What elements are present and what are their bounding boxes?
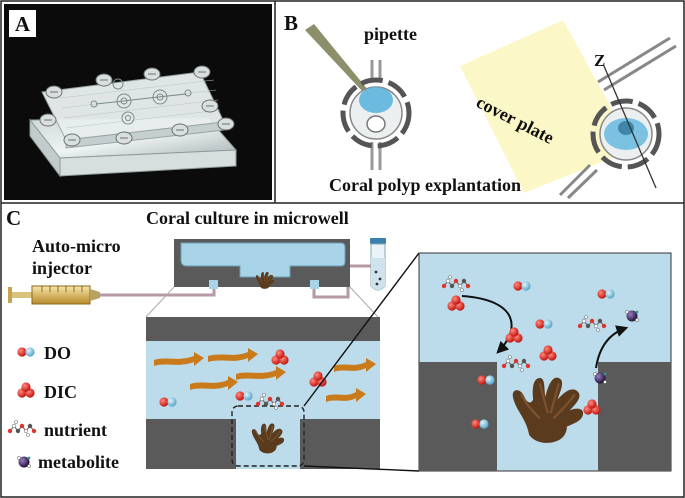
microfluidic-chip-photo — [28, 65, 238, 178]
panel-a-label-box — [9, 10, 36, 37]
z-axis-label: Z — [594, 51, 605, 70]
legend: DO DIC nutrient metabolite — [7, 343, 119, 472]
well-device-left — [340, 60, 412, 170]
svg-text:DO: DO — [44, 343, 71, 363]
pipette — [305, 24, 368, 93]
panel-c-title: Coral culture in microwell — [146, 208, 349, 228]
panel-b-caption: Coral polyp explantation — [329, 175, 521, 195]
flow-arrows — [154, 348, 376, 402]
panel-b: B pipette cover plate — [284, 11, 677, 200]
legend-item-do: DO — [17, 343, 71, 363]
test-tube — [370, 238, 386, 291]
legend-item-metabolite: metabolite — [16, 452, 119, 472]
panel-b-label: B — [284, 11, 298, 35]
panel-a-label: A — [15, 12, 31, 36]
pipette-label: pipette — [364, 24, 417, 44]
legend-item-dic: DIC — [17, 382, 77, 402]
detail-view — [418, 252, 672, 472]
release-arrow — [595, 325, 629, 369]
svg-text:DIC: DIC — [44, 382, 77, 402]
legend-item-nutrient: nutrient — [7, 419, 107, 440]
svg-text:metabolite: metabolite — [38, 452, 119, 472]
injector-label-line2: injector — [32, 258, 92, 278]
well-device-right: Z — [558, 36, 677, 200]
svg-text:nutrient: nutrient — [44, 420, 107, 440]
chip-cross-section — [174, 239, 350, 290]
z-axis — [603, 65, 657, 189]
panel-a: A — [4, 4, 272, 200]
injector-label-line1: Auto-micro — [32, 236, 121, 256]
microwell-zoom-view — [146, 317, 380, 469]
cover-plate — [460, 20, 634, 193]
panel-c-label: C — [6, 206, 21, 230]
uptake-arrow — [461, 295, 513, 354]
zoom-lines-2 — [303, 252, 420, 472]
syringe — [8, 285, 100, 305]
panel-c: C Coral culture in microwell Auto-micro … — [6, 206, 672, 472]
zoom-selection-box — [231, 405, 305, 467]
zoom-lines-1 — [145, 286, 379, 318]
droplet — [359, 87, 393, 113]
